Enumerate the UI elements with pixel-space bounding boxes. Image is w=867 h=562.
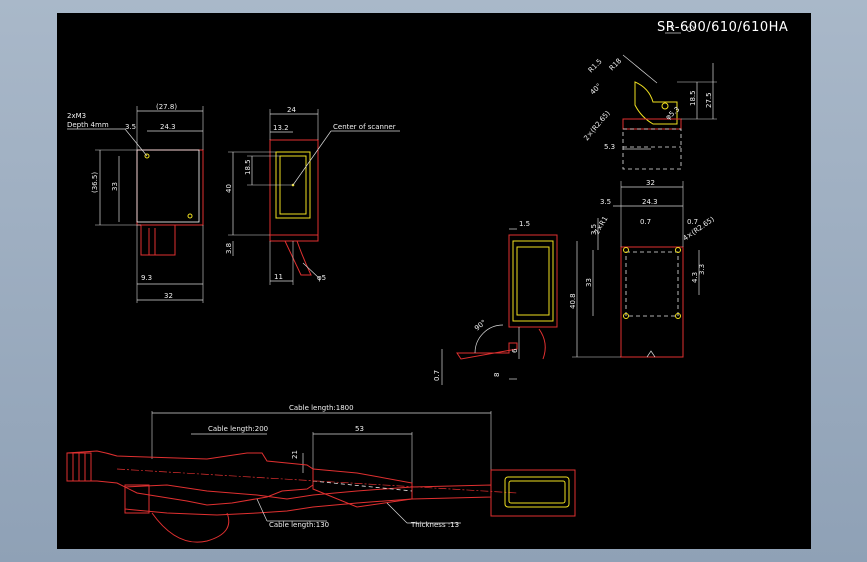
side-base <box>269 234 319 242</box>
front-dim-height-outer: (36.5) <box>91 172 99 193</box>
bracket-front-hidden <box>625 251 679 317</box>
angle-arc <box>474 324 504 354</box>
cable-center-line <box>312 480 413 492</box>
bracket-hole-3 <box>623 313 629 319</box>
cable-scanner-window-inner <box>508 480 566 504</box>
bracket-front-view: 32 3.5 24.3 2×R1 0.7 0.7 4×(R2.65) 3.5 3… <box>569 179 716 358</box>
bracket-side-body <box>508 234 558 328</box>
cable-length-200: Cable length:200 <box>208 425 268 433</box>
front-screw-hole-1 <box>144 153 150 159</box>
side-dim-width: 24 <box>287 106 296 114</box>
side-view: 24 13.2 18.5 40 3.8 11 φ5 Center of scan… <box>225 106 400 285</box>
cad-drawing: SR-600/610/610HA (27.8) 24.3 3.5 2xM3 De… <box>66 20 788 543</box>
cable-dim-21: 21 <box>291 450 299 459</box>
side-center-label: Center of scanner <box>333 123 396 131</box>
front-note-2: Depth 4mm <box>67 121 109 129</box>
bracket-hole-4 <box>675 313 681 319</box>
front-dim-top-inner: 24.3 <box>160 123 176 131</box>
bracket-dim-t: 1.5 <box>519 220 530 228</box>
leader-line <box>124 128 148 157</box>
bracket-notch <box>646 350 656 358</box>
bracket-hole-2 <box>675 247 681 253</box>
front-body-inner <box>136 149 200 223</box>
leader-line <box>256 498 268 522</box>
tilt-view: R1.5 R18 40° 7 C1 18.5 27.5 2×(R2.65) 5.… <box>582 22 717 170</box>
side-dim-base: 3.8 <box>225 243 233 254</box>
drawing-title: SR-600/610/610HA <box>657 20 788 35</box>
front-screw-hole-2 <box>187 213 193 219</box>
side-dim-window-width: 13.2 <box>273 124 289 132</box>
bracket-dim-33: 33 <box>585 278 593 287</box>
bracket-side-window <box>516 246 550 316</box>
side-dim-cable-width: 11 <box>274 273 283 281</box>
tilt-dim-r1: R1.5 <box>587 57 604 74</box>
side-dim-height: 40 <box>225 184 233 193</box>
cable-scanner-head <box>490 469 576 517</box>
cable-length-1800: Cable length:1800 <box>289 404 354 412</box>
bracket-dim-07: 0.7 <box>433 370 441 381</box>
tilt-dim-h185: 18.5 <box>689 90 697 106</box>
bracket-dim-408: 40.8 <box>569 293 577 309</box>
cable-dim-53: 53 <box>355 425 364 433</box>
cable-thickness: Thickness :13 <box>410 521 459 529</box>
drawing-canvas: SR-600/610/610HA (27.8) 24.3 3.5 2xM3 De… <box>57 13 811 549</box>
front-note-1: 2xM3 <box>67 112 86 120</box>
tilt-bracket <box>634 81 678 125</box>
tilt-dim-53a: 5.3 <box>604 143 615 151</box>
cable-ferrite <box>312 468 413 508</box>
front-body <box>136 149 204 226</box>
front-view: (27.8) 24.3 3.5 2xM3 Depth 4mm (36.5) 33… <box>67 103 204 303</box>
bracket-hole-1 <box>623 247 629 253</box>
bracket-side-view: 1.5 90° 6 0.7 8 <box>433 220 558 385</box>
cable-upper-connector <box>66 450 314 506</box>
bracket-dim-243: 24.3 <box>642 198 658 206</box>
tilt-dim-holes: 2×(R2.65) <box>582 109 612 142</box>
cable-assembly: Cable length:1800 Cable length:200 53 21… <box>66 404 576 543</box>
tilt-dim-h275: 27.5 <box>705 92 713 108</box>
bracket-dim-32: 32 <box>646 179 655 187</box>
tilt-hole <box>661 102 669 110</box>
bracket-side-cable <box>538 328 546 360</box>
side-body <box>269 139 319 236</box>
bracket-dim-35v: 3.5 <box>590 224 598 235</box>
bracket-side-plate <box>456 342 518 360</box>
cable-axis-line <box>116 468 518 494</box>
leader-line <box>386 502 408 524</box>
side-dim-window-height: 18.5 <box>244 159 252 175</box>
bracket-dim-8: 8 <box>493 373 501 377</box>
front-dim-offset: 3.5 <box>125 123 136 131</box>
side-dim-cable-dia: φ5 <box>317 274 326 282</box>
bracket-dim-07a: 0.7 <box>640 218 651 226</box>
tilt-dim-r2: R18 <box>608 57 623 72</box>
front-dim-top-outer: (27.8) <box>156 103 177 111</box>
front-dim-cable-offset: 9.3 <box>141 274 152 282</box>
bracket-dim-6: 6 <box>511 348 519 353</box>
bracket-side-inner <box>512 240 554 322</box>
leader-line <box>622 54 658 84</box>
bracket-dim-07b: 0.7 <box>687 218 698 226</box>
front-dim-bottom: 32 <box>164 292 173 300</box>
bracket-front-body <box>620 246 684 358</box>
cable-length-130: Cable length:130 <box>269 521 329 529</box>
lower-connector-head <box>124 484 150 514</box>
bracket-dim-angle: 90° <box>473 318 488 332</box>
cable-loop <box>151 512 230 543</box>
front-dim-height-inner: 33 <box>111 182 119 191</box>
front-cable-block <box>140 224 176 256</box>
bracket-dim-33b: 3.3 <box>698 264 706 275</box>
leader-line <box>292 130 332 186</box>
tilt-dim-angle: 40° <box>589 82 603 96</box>
cable-scanner-window <box>504 476 570 508</box>
bracket-dim-35: 3.5 <box>600 198 611 206</box>
leader-line <box>302 262 320 279</box>
side-cable <box>284 240 312 276</box>
bracket-dim-43: 4.3 <box>691 272 699 283</box>
tilt-dim-7: 7 <box>670 24 674 32</box>
